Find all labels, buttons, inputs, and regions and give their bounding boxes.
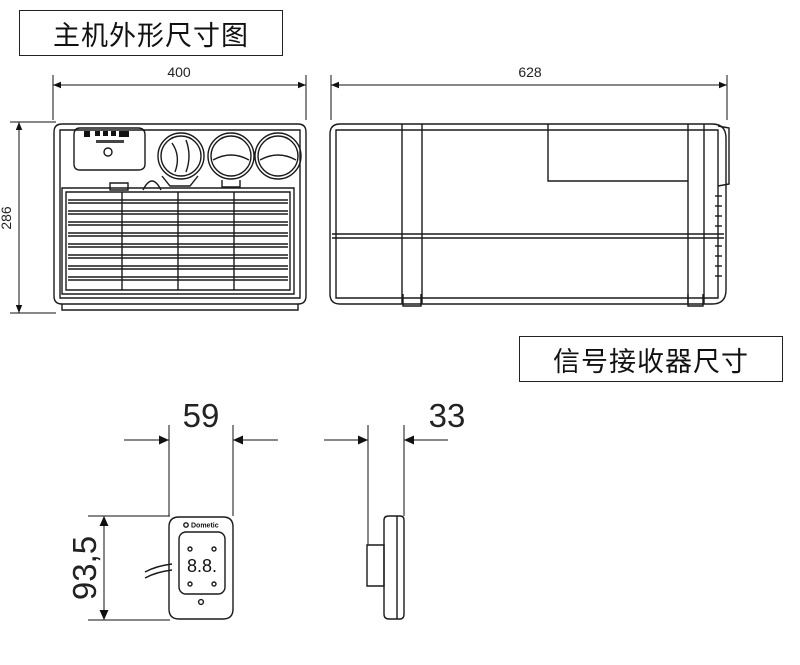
dimension-label-628: 628 [518, 64, 542, 80]
side-view [329, 123, 730, 307]
front-view-dimension-400: 400 [52, 64, 307, 120]
receiver-display-readout: 8.8. [187, 556, 217, 576]
receiver-depth-dimension-33: 33 [324, 397, 465, 545]
dimension-label-93-5: 93,5 [66, 536, 103, 600]
height-dimension-286: 286 [0, 121, 56, 314]
receiver-side-view [366, 515, 405, 620]
receiver-dimensions-title: 信号接收器尺寸 [519, 336, 783, 382]
receiver-width-dimension-59: 59 [124, 397, 278, 516]
dometic-brand-label: Dometic [191, 523, 219, 530]
main-unit-dimensions-title: 主机外形尺寸图 [19, 10, 283, 56]
indicator-led-icon [187, 546, 193, 552]
dimension-label-33: 33 [429, 397, 466, 434]
dimension-label-286: 286 [0, 206, 14, 230]
receiver-front-view: Dometic 8.8. [144, 516, 234, 620]
dimension-label-59: 59 [183, 397, 220, 434]
dimension-label-400: 400 [167, 64, 191, 80]
front-view [53, 123, 307, 311]
receiver-height-dimension-93-5: 93,5 [66, 515, 170, 621]
side-view-dimension-628: 628 [330, 64, 728, 120]
